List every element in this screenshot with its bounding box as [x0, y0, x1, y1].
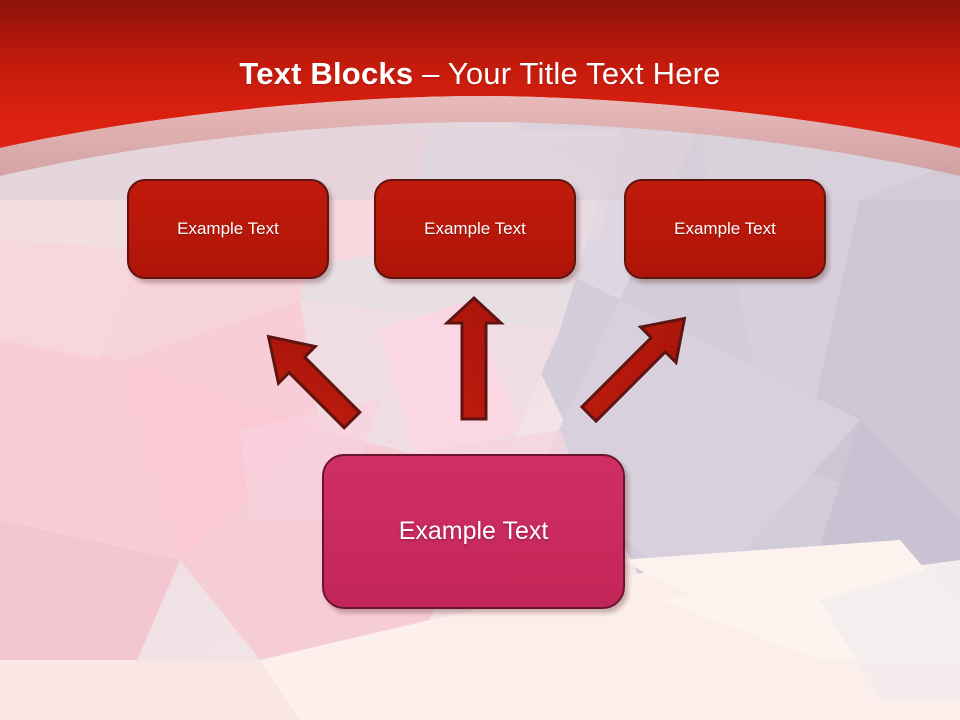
text-block-top-2-label: Example Text	[424, 219, 526, 238]
text-block-top-2[interactable]: Example Text	[374, 179, 576, 279]
text-block-bottom-label: Example Text	[398, 517, 549, 545]
text-block-bottom[interactable]: Example Text	[322, 454, 625, 609]
text-block-top-3[interactable]: Example Text	[624, 179, 826, 279]
page-title-regular: Your Title Text Here	[447, 56, 721, 91]
text-block-top-3-label: Example Text	[674, 219, 776, 238]
header-banner	[0, 0, 960, 200]
text-block-top-1[interactable]: Example Text	[127, 179, 329, 279]
page-title-bold: Text Blocks	[239, 56, 414, 91]
page-title-separator: –	[413, 56, 448, 91]
page-title: Text Blocks – Your Title Text Here	[0, 55, 960, 93]
text-block-top-1-label: Example Text	[177, 219, 279, 238]
